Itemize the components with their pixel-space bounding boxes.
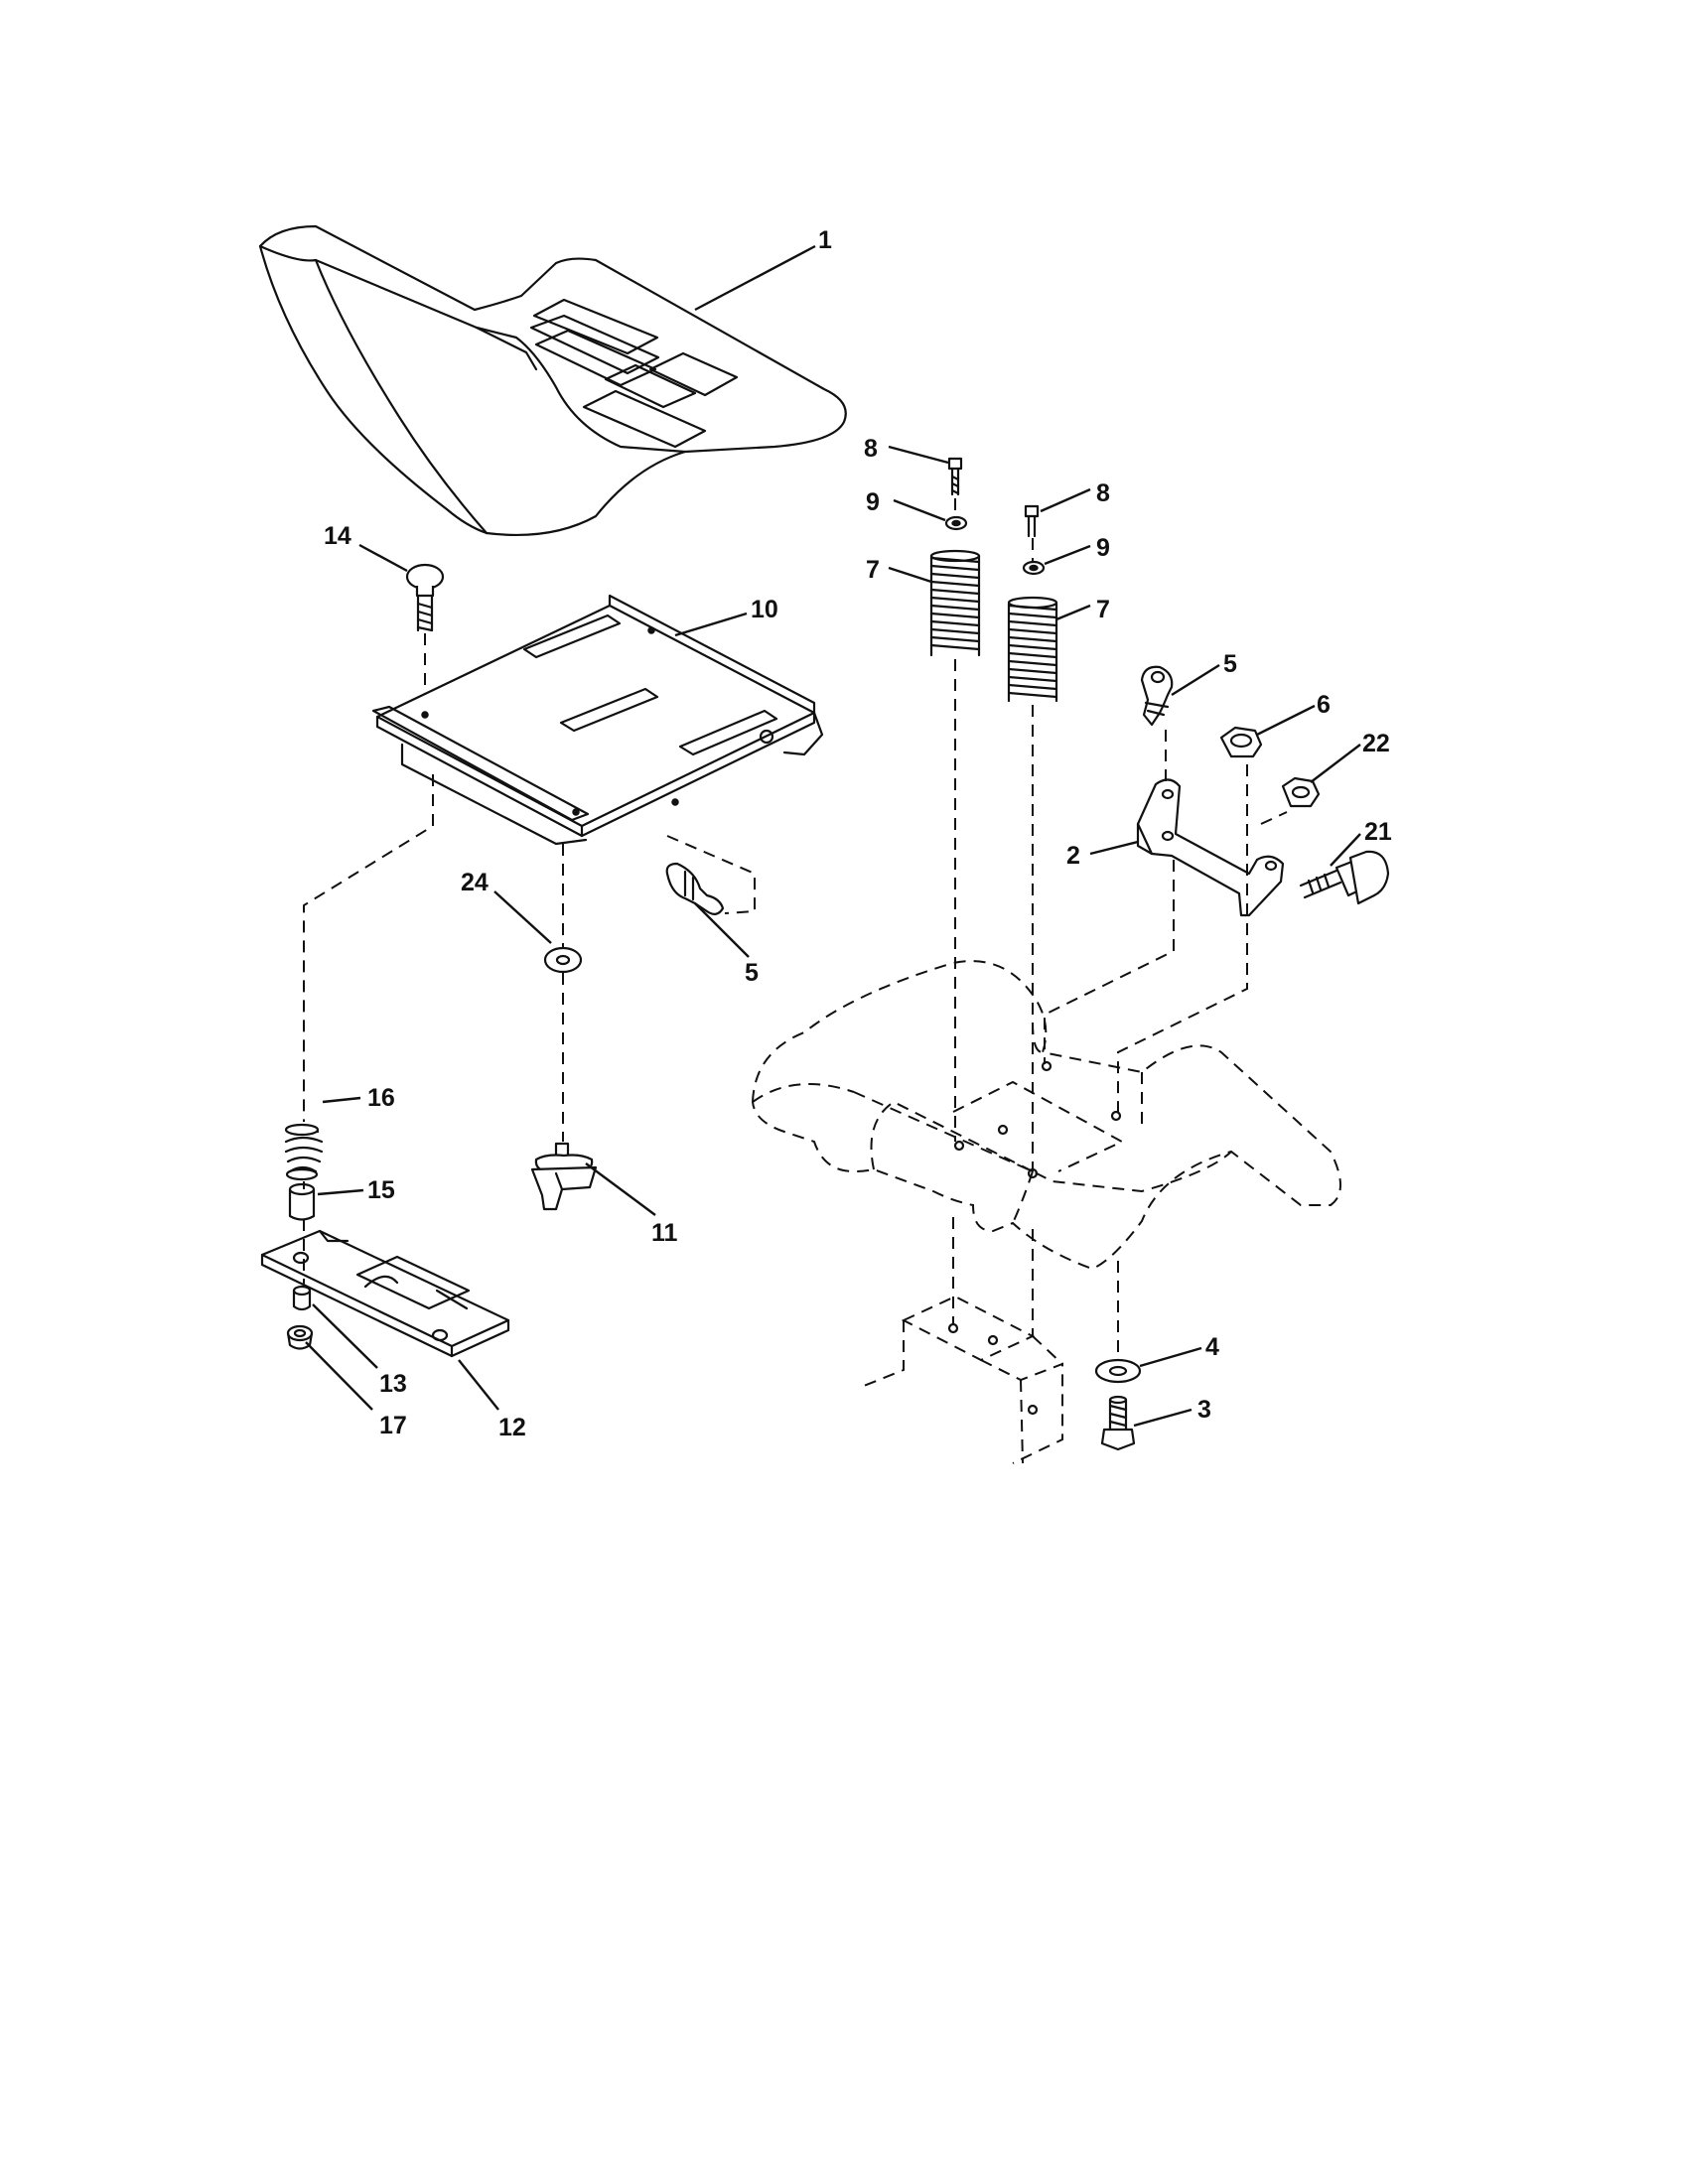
callout-8-right: 8 (1096, 479, 1110, 507)
callout-10: 10 (751, 596, 778, 623)
nut-part-13 (292, 1285, 312, 1311)
bracket-part-2 (1136, 778, 1285, 917)
washer-part-9-right (1022, 560, 1046, 576)
tractor-frame-fender (751, 960, 1341, 1271)
callout-21: 21 (1364, 818, 1392, 846)
callout-24: 24 (461, 869, 489, 896)
nut-part-6 (1219, 726, 1263, 758)
frame-mount-bracket (863, 1295, 1063, 1464)
callout-1: 1 (818, 226, 832, 254)
clip-part-5-left (665, 862, 725, 915)
clip-5-hidden-line (666, 835, 756, 914)
slide-bracket-part-12 (260, 1229, 510, 1358)
callout-14: 14 (324, 522, 351, 550)
washer-part-9-left (944, 515, 968, 531)
assembly-lines (303, 498, 1288, 1358)
callout-labels: 1 14 10 24 5 16 15 11 13 17 12 8 9 7 8 9… (324, 226, 1392, 1441)
seat-part (258, 224, 847, 537)
spring-part-7-right (1007, 596, 1058, 703)
bolt-part-8-right (1024, 504, 1040, 538)
spring-part-7-left (929, 549, 981, 657)
callout-5-left: 5 (745, 959, 759, 987)
bolt-part-8-left (947, 457, 963, 496)
callout-7-left: 7 (866, 556, 880, 584)
spacer-part-15 (288, 1182, 316, 1221)
shoulder-bolt-part-21 (1299, 850, 1390, 905)
callout-16: 16 (367, 1084, 395, 1112)
knob-part-11 (530, 1142, 598, 1211)
callout-2: 2 (1066, 842, 1080, 870)
callout-5-right: 5 (1223, 650, 1237, 678)
callout-9-left: 9 (866, 488, 880, 516)
callout-6: 6 (1317, 691, 1331, 719)
callout-15: 15 (367, 1176, 395, 1204)
washer-part-24 (543, 946, 583, 974)
nut-part-22 (1281, 776, 1321, 808)
callout-8-left: 8 (864, 435, 878, 463)
nut-part-17 (286, 1324, 314, 1350)
callout-22: 22 (1362, 730, 1390, 757)
callout-12: 12 (498, 1414, 526, 1441)
callout-3: 3 (1197, 1396, 1211, 1424)
seat-pan-part-10 (371, 594, 824, 846)
washer-part-4 (1094, 1358, 1142, 1384)
spring-part-16 (284, 1123, 324, 1181)
callout-13: 13 (379, 1370, 407, 1398)
callout-4: 4 (1205, 1333, 1219, 1361)
callout-9-right: 9 (1096, 534, 1110, 562)
callout-11: 11 (651, 1219, 678, 1247)
clip-part-5-right (1140, 665, 1174, 727)
callout-leaders (305, 244, 1361, 1428)
bolt-part-3 (1100, 1395, 1136, 1451)
carriage-bolt-part-14 (405, 563, 445, 632)
callout-17: 17 (379, 1412, 407, 1439)
callout-7-right: 7 (1096, 596, 1110, 623)
seat-grip-panels (529, 298, 739, 449)
